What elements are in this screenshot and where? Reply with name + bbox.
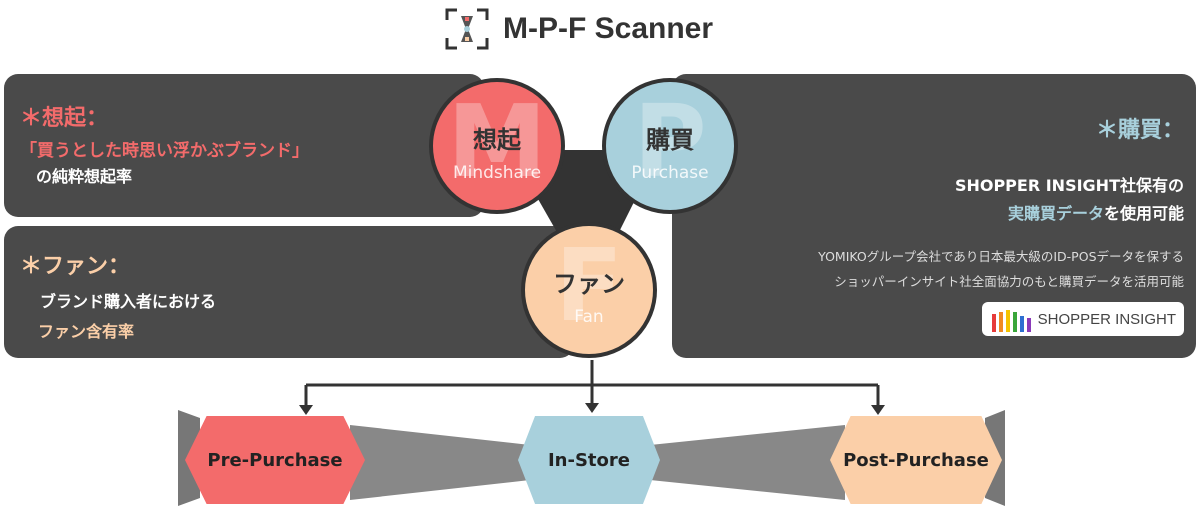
purchase-accent: 実購買データ [1007, 204, 1104, 223]
purchase-note1: YOMIKOグループ会社であり日本最大級のID-POSデータを保する [818, 249, 1184, 264]
funnel-segment [650, 425, 845, 500]
fan-text: ＊ファン： ブランド購入者における ファン含有率 [20, 248, 216, 342]
scanner-logo-icon [445, 8, 489, 50]
purchase-line1: SHOPPER INSIGHT社保有の [954, 176, 1184, 195]
funnel-segment [350, 425, 530, 500]
fan-line1: ブランド購入者における [40, 292, 217, 311]
mindshare-panel [4, 74, 484, 217]
purchase-line2-rest: を使用可能 [1103, 204, 1184, 223]
header: M-P-F Scanner [445, 8, 713, 50]
purchase-note2: ショッパーインサイト社全面協力のもと購買データを活用可能 [834, 274, 1184, 289]
fan-circle-en: Fan [574, 306, 604, 327]
stage-in-store: In-Store [518, 416, 660, 504]
purchase-line2: 実購買データを使用可能 [818, 200, 1184, 224]
purchase-circle: P 購買 Purchase [602, 78, 738, 214]
purchase-letter: P [633, 83, 707, 200]
fan-circle: F ファン Fan [521, 222, 657, 358]
stage-post-purchase: Post-Purchase [830, 416, 1002, 504]
shopper-insight-logo-text: SHOPPER INSIGHT [1037, 310, 1176, 328]
stage-flow [178, 360, 1005, 506]
purchase-circle-jp: 購買 [646, 125, 694, 154]
flow-arrows [304, 360, 880, 407]
mindshare-text: ＊想起： 「買うとした時思い浮かぶブランド」 の純粋想起率 [20, 100, 309, 187]
purchase-text: ＊購買： SHOPPER INSIGHT社保有の 実購買データを使用可能 YOM… [818, 112, 1184, 336]
arrow-head [871, 405, 885, 415]
purchase-circle-en: Purchase [631, 162, 709, 183]
mindshare-letter: M [447, 83, 547, 200]
mindshare-circle-en: Mindshare [452, 162, 542, 183]
fan-circle-jp: ファン [553, 269, 625, 298]
shopper-insight-logo-icon [991, 310, 1031, 332]
fan-panel [4, 226, 574, 358]
mindshare-heading: ＊想起： [20, 106, 109, 131]
stage-pre-purchase: Pre-Purchase [185, 416, 365, 504]
arrow-head [299, 405, 313, 415]
fan-heading: ＊ファン： [20, 254, 131, 279]
arrow-head [585, 403, 599, 413]
fan-letter: F [554, 227, 624, 344]
page-title: M-P-F Scanner [503, 12, 714, 45]
shopper-insight-logo: SHOPPER INSIGHT [981, 302, 1184, 336]
mindshare-circle: M 想起 Mindshare [429, 78, 565, 214]
fan-line2: ファン含有率 [38, 322, 135, 341]
mindshare-line: の純粋想起率 [36, 167, 133, 186]
mindshare-quote: 「買うとした時思い浮かぶブランド」 [20, 141, 309, 161]
mindshare-circle-jp: 想起 [473, 125, 521, 154]
purchase-heading: ＊購買： [1095, 118, 1184, 143]
